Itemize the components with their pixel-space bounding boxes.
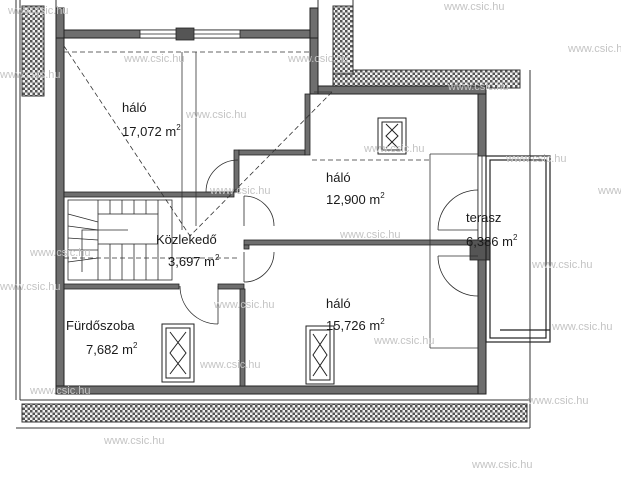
- slope-lines-solid: [181, 52, 478, 349]
- room-area-halo1: 17,072 m2: [122, 123, 181, 139]
- room-area-terasz: 6,386 m2: [466, 233, 518, 249]
- room-name-furdo: Fürdőszoba: [66, 318, 135, 333]
- watermark: www.csic.hu: [505, 153, 567, 165]
- watermark: www.csic.hu: [551, 321, 613, 333]
- doors: [179, 159, 479, 325]
- watermark: www.csic.hu: [339, 229, 401, 241]
- watermark: www.csic.hu: [597, 185, 621, 197]
- room-name-halo1: háló: [122, 100, 147, 115]
- skylight-furdo: [161, 323, 195, 383]
- skylight-halo2: [377, 117, 407, 155]
- watermark: www.csic.hu: [185, 109, 247, 121]
- roof-hatching: [21, 5, 528, 423]
- watermark: www.csic.hu: [567, 43, 621, 55]
- room-labels: háló 17,072 m2 háló 12,900 m2 terasz 6,3…: [66, 100, 518, 357]
- room-area-furdo: 7,682 m2: [86, 341, 138, 357]
- watermark: www.csic.hu: [29, 247, 91, 259]
- room-name-terasz: terasz: [466, 210, 501, 225]
- watermark: www.csic.hu: [373, 335, 435, 347]
- watermark: www.csic.hu: [103, 435, 165, 447]
- terrace-railing: [485, 155, 551, 343]
- watermark: www.csic.hu: [527, 395, 589, 407]
- watermark: www.csic.hu: [443, 1, 505, 13]
- watermark: www.csic.hu: [0, 281, 61, 293]
- watermark: www.csic.hu: [199, 359, 261, 371]
- watermark: www.csic.hu: [363, 143, 425, 155]
- room-name-halo2: háló: [326, 170, 351, 185]
- watermark: www.csic.hu: [287, 53, 349, 65]
- skylight-halo3: [305, 325, 335, 385]
- watermarks: www.csic.hu www.csic.hu www.csic.hu www.…: [0, 1, 621, 471]
- watermark: www.csic.hu: [213, 299, 275, 311]
- watermark: www.csic.hu: [447, 81, 509, 93]
- watermark: www.csic.hu: [531, 259, 593, 271]
- slope-lines: [63, 45, 430, 259]
- room-area-halo2: 12,900 m2: [326, 191, 385, 207]
- watermark: www.csic.hu: [209, 185, 271, 197]
- roof-lines: [15, 0, 531, 429]
- room-name-halo3: háló: [326, 296, 351, 311]
- watermark: www.csic.hu: [123, 53, 185, 65]
- room-name-kozlekedo: Közlekedő: [156, 232, 217, 247]
- windows: [139, 27, 491, 261]
- staircase: [67, 199, 173, 281]
- interior-walls: [63, 93, 479, 387]
- watermark: www.csic.hu: [29, 385, 91, 397]
- room-area-halo3: 15,726 m2: [326, 317, 385, 333]
- room-area-kozlekedo: 3,697 m2: [168, 253, 220, 269]
- watermark: www.csic.hu: [7, 5, 69, 17]
- watermark: www.csic.hu: [471, 459, 533, 471]
- watermark: www.csic.hu: [0, 69, 61, 81]
